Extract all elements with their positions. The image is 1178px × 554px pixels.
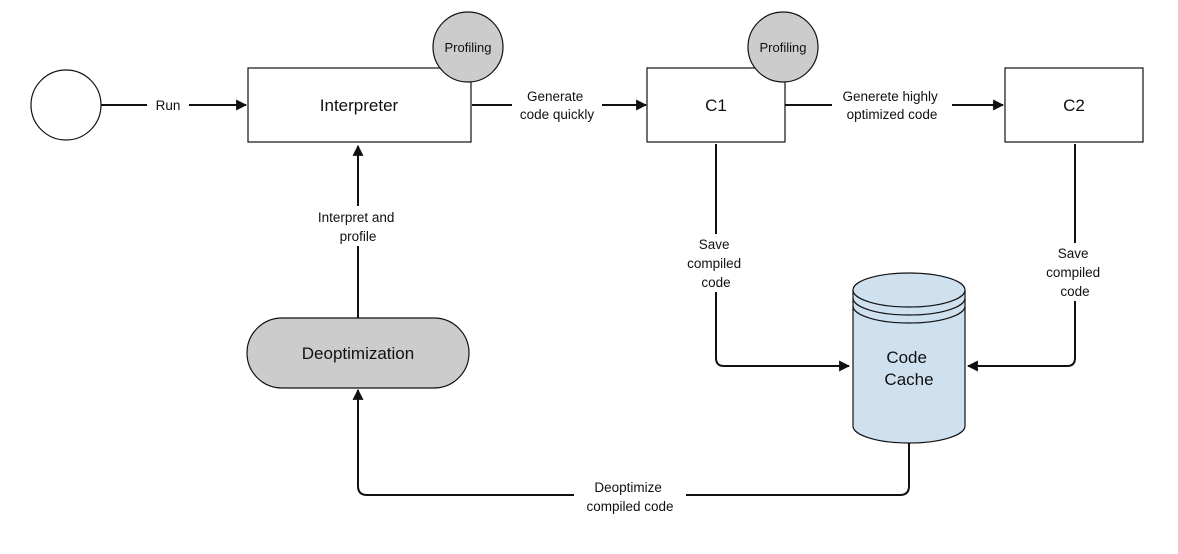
node-c1: C1 [646,67,786,143]
edge-label-deoptimization-to-interpreter: Interpret and profile [306,206,410,246]
svg-text:Save compiled code: Save compiled code [687,237,745,290]
node-c2: C2 [1004,67,1144,143]
edge-label-interpreter-to-c1: Generate code quickly [512,86,602,124]
svg-text:C1: C1 [705,96,727,115]
node-start [30,69,102,141]
deoptimization-pill [246,317,470,389]
node-deoptimization: Deoptimization [246,317,470,389]
interpreter-box [247,67,472,143]
edge-label-code-cache-to-deoptimization-line-2: compiled code [586,499,673,514]
svg-text:Save compiled code: Save compiled code [1046,246,1104,299]
c2-box [1004,67,1144,143]
edge-label-c2-to-code-cache-line-3: code [1060,284,1089,299]
c1-box [646,67,786,143]
svg-text:Profiling: Profiling [445,40,492,55]
edge-label-c2-to-code-cache: Save compiled code [1043,243,1107,301]
svg-text:Interpreter: Interpreter [320,96,399,115]
edge-label-run: Run [147,95,189,115]
interpreter-label: Interpreter [320,96,399,115]
c1-profiling-circle [747,11,819,83]
svg-text:Profiling: Profiling [760,40,807,55]
node-interpreter: Interpreter [247,67,472,143]
code-cache-cylinder-body [852,290,966,444]
code-cache-disk-ring-2 [852,305,966,324]
svg-text:Code Cache: Code Cache [884,348,933,389]
svg-text:Run: Run [156,98,181,113]
edge-c2-to-code-cache-line [966,144,1076,372]
edge-label-code-cache-to-deoptimization-line-1: Deoptimize [594,480,662,495]
edge-label-c1-to-code-cache-line-2: compiled [687,256,741,271]
code-cache-disk-ring-1 [852,297,966,316]
code-cache-cylinder-top [852,272,966,308]
edge-label-run-line: Run [156,98,181,113]
edge-label-c1-to-c2-line-2: optimized code [847,107,938,122]
c1-profiling-label: Profiling [760,40,807,55]
c1-label: C1 [705,96,727,115]
svg-text:Generete highly optimize: Generete highly optimized code [842,89,941,122]
edge-label-c2-to-code-cache-line-1: Save [1058,246,1089,261]
edge-label-deoptimization-to-interpreter-line-2: profile [340,229,377,244]
svg-text:Deoptimize compiled code: Deoptimize compiled code [586,480,673,514]
edge-c1-to-code-cache [715,144,851,372]
svg-text:Interpret and profile: Interpret and profile [318,210,398,244]
edge-label-interpreter-to-c1-line-1: Generate [527,89,583,104]
interpreter-profiling-label: Profiling [445,40,492,55]
svg-text:Deoptimization: Deoptimization [302,344,414,363]
edge-label-c1-to-c2: Generete highly optimized code [832,86,952,124]
edge-label-code-cache-to-deoptimization: Deoptimize compiled code [574,476,686,518]
edge-c1-to-code-cache-line [715,144,851,372]
edge-c2-to-code-cache [966,144,1076,372]
edge-label-deoptimization-to-interpreter-line-1: Interpret and [318,210,395,225]
code-cache-label-line-1: Code [886,348,927,367]
edge-label-c2-to-code-cache-line-2: compiled [1046,265,1100,280]
deoptimization-label: Deoptimization [302,344,414,363]
svg-text:C2: C2 [1063,96,1085,115]
svg-text:Generate code quickly: Generate code quickly [520,89,595,122]
start-circle [30,69,102,141]
edge-label-c1-to-code-cache-line-1: Save [699,237,730,252]
c2-label: C2 [1063,96,1085,115]
edge-label-c1-to-c2-line-1: Generete highly [842,89,938,104]
edge-label-c1-to-code-cache: Save compiled code [684,234,748,292]
node-code-cache: Code Cache [852,272,966,444]
code-cache-label-line-2: Cache [884,370,933,389]
interpreter-profiling-circle [432,11,504,83]
node-interpreter-profiling-badge: Profiling [432,11,504,83]
node-c1-profiling-badge: Profiling [747,11,819,83]
edge-label-interpreter-to-c1-line-2: code quickly [520,107,595,122]
edge-label-c1-to-code-cache-line-3: code [701,275,730,290]
